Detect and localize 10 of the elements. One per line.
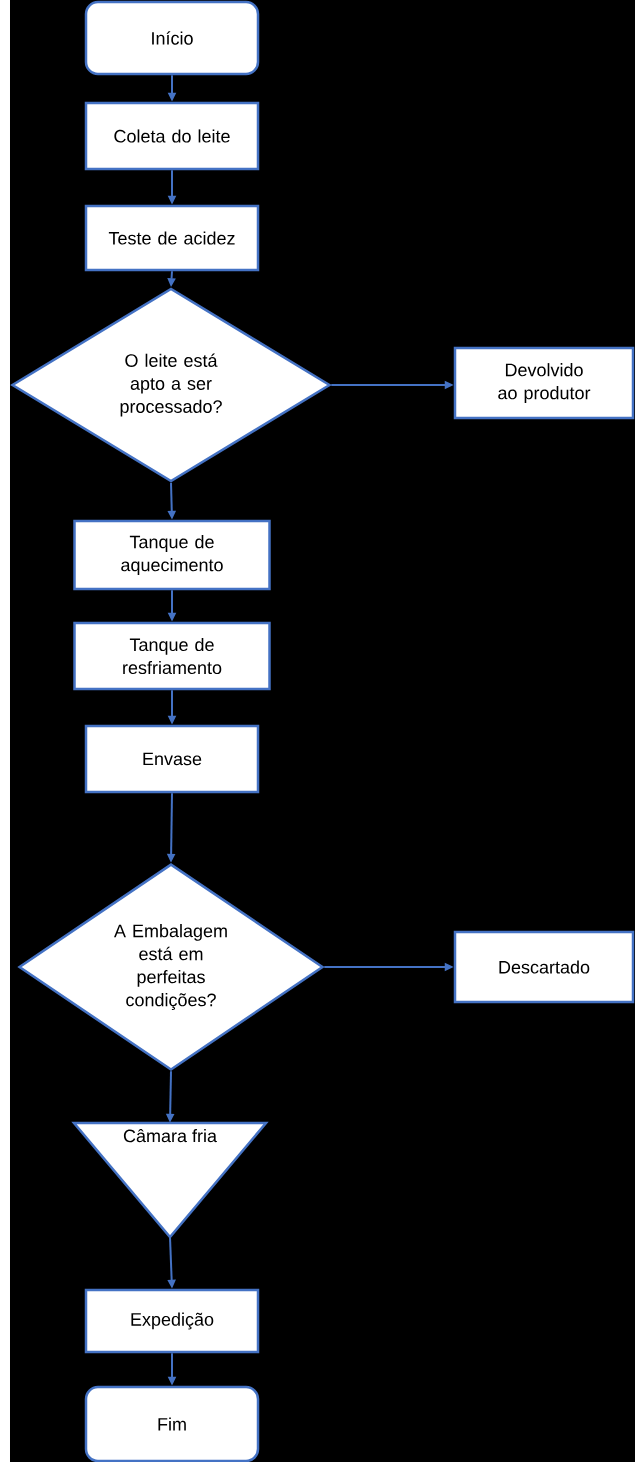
process-box: Teste de acidez	[84, 204, 260, 272]
process-box: Envase	[84, 724, 260, 794]
process-box: Tanque de aquecimento	[73, 519, 271, 591]
terminal-box: Início	[84, 0, 260, 76]
process-box: Tanque de resfriamento	[73, 621, 271, 691]
process-box: Descartado	[453, 930, 635, 1004]
process-box: Expedição	[84, 1288, 260, 1354]
process-box: Coleta do leite	[84, 101, 260, 171]
process-box: Devolvido ao produtor	[453, 346, 635, 420]
terminal-box: Fim	[84, 1385, 260, 1462]
